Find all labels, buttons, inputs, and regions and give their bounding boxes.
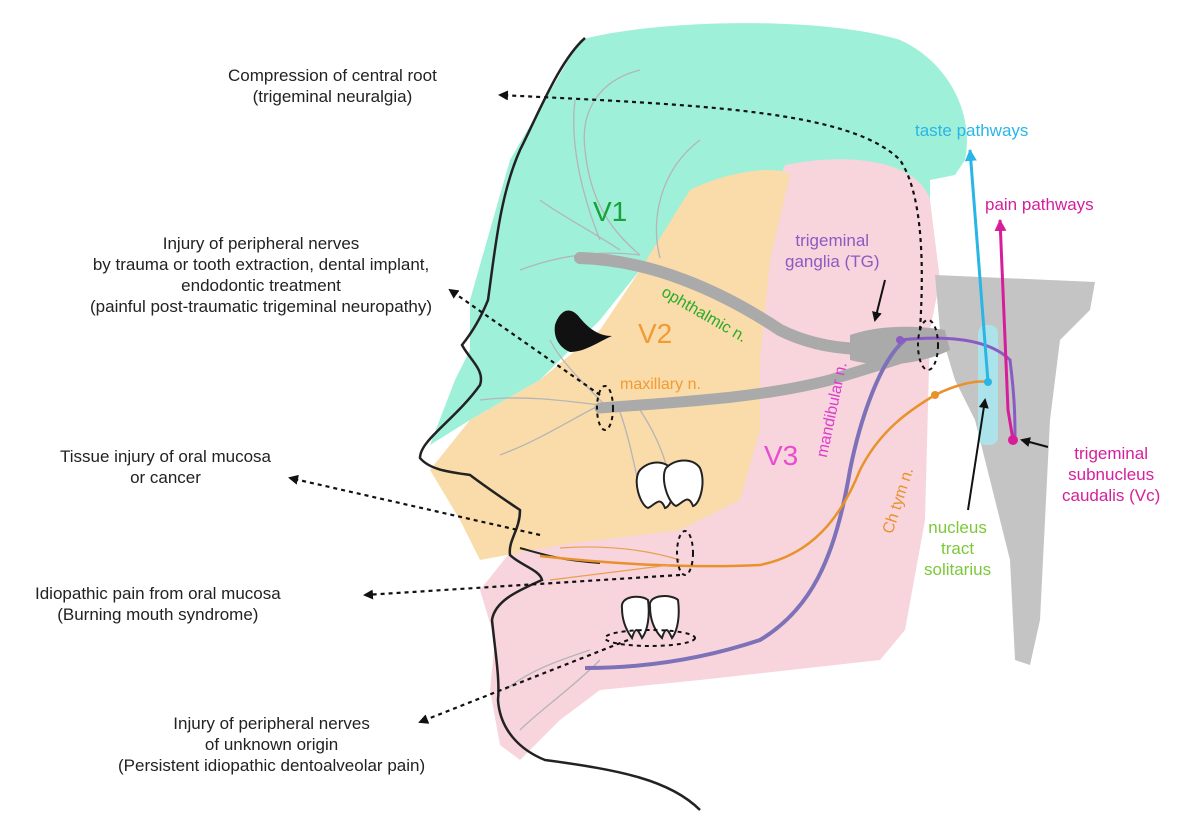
annotation-central-root: Compression of central root (trigeminal … [228,65,437,107]
pain-pathways-label: pain pathways [985,194,1094,215]
vc-line-3: caudalis (Vc) [1062,485,1160,506]
trigeminal-ganglia-label: trigeminal ganglia (TG) [785,230,879,272]
upper-teeth [637,461,703,509]
maxillary-label: maxillary n. [620,374,701,395]
v2-label: V2 [638,320,672,348]
nts-line-3: solitarius [924,559,991,580]
tg-line-2: ganglia (TG) [785,251,879,272]
dento-line-2: of unknown origin [118,734,425,755]
mucosa-line-1: Tissue injury of oral mucosa [60,446,271,467]
bms-line-1: Idiopathic pain from oral mucosa [35,583,281,604]
dento-line-3: (Persistent idiopathic dentoalveolar pai… [118,755,425,776]
trauma-line-4: (painful post-traumatic trigeminal neuro… [90,296,432,317]
vc-dot [1008,435,1018,445]
annotation-dentoalveolar: Injury of peripheral nerves of unknown o… [118,713,425,776]
trauma-line-2: by trauma or tooth extraction, dental im… [90,254,432,275]
mucosa-line-2: or cancer [60,467,271,488]
nts-line-2: tract [924,538,991,559]
bms-line-2: (Burning mouth syndrome) [35,604,281,625]
annotation-burning-mouth: Idiopathic pain from oral mucosa (Burnin… [35,583,281,625]
chorda-dot [931,391,939,399]
subnucleus-caudalis-label: trigeminal subnucleus caudalis (Vc) [1062,443,1160,506]
central-root-line-2: (trigeminal neuralgia) [228,86,437,107]
tg-dot [896,336,904,344]
tg-line-1: trigeminal [785,230,879,251]
nts-label: nucleus tract solitarius [924,517,991,580]
vc-line-1: trigeminal [1062,443,1160,464]
dento-line-1: Injury of peripheral nerves [118,713,425,734]
annotation-oral-mucosa: Tissue injury of oral mucosa or cancer [60,446,271,488]
nts-line-1: nucleus [924,517,991,538]
trauma-line-1: Injury of peripheral nerves [90,233,432,254]
vc-line-2: subnucleus [1062,464,1160,485]
central-root-line-1: Compression of central root [228,65,437,86]
v3-label: V3 [764,442,798,470]
taste-pathways-label: taste pathways [915,120,1028,141]
annotation-peripheral-trauma: Injury of peripheral nerves by trauma or… [90,233,432,317]
v1-label: V1 [593,198,627,226]
nts-dot [984,378,992,386]
trauma-line-3: endodontic treatment [90,275,432,296]
